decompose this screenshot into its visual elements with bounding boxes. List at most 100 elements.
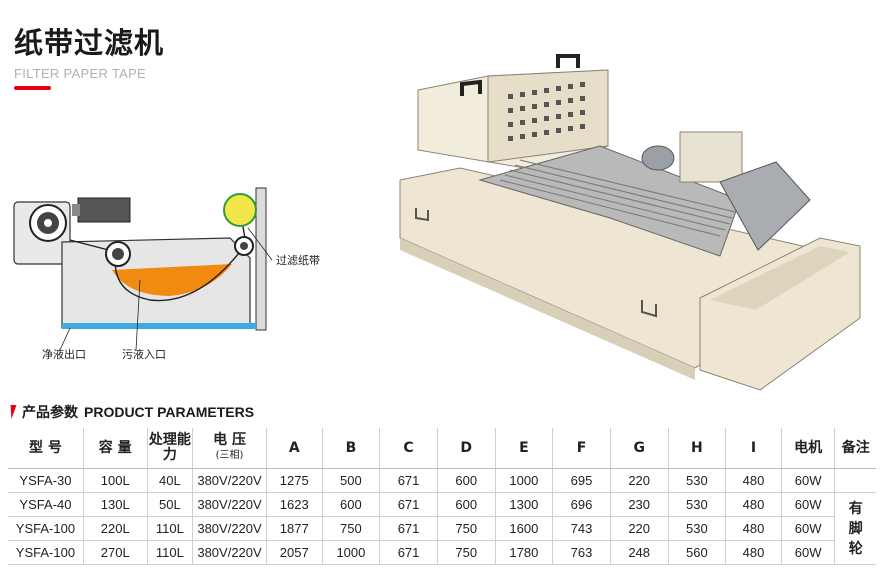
table-cell: 270L <box>82 540 148 565</box>
page-title: 纸带过滤机 <box>14 26 165 60</box>
table-cell: 530 <box>667 468 726 493</box>
table-cell: 1623 <box>265 492 323 517</box>
column-header: 备注 <box>834 428 876 469</box>
label-dirty-inlet: 污液入口 <box>122 347 166 361</box>
column-header: E <box>494 428 553 469</box>
column-header: 电机 <box>780 428 835 469</box>
remark-char: 脚 <box>848 520 863 537</box>
column-header-label: E <box>519 439 529 456</box>
column-header-label: 型 号 <box>28 439 62 456</box>
table-cell: 1877 <box>265 516 323 541</box>
table-cell: 600 <box>436 492 496 517</box>
column-header: D <box>436 428 496 469</box>
table-cell: 220L <box>82 516 148 541</box>
column-header-label: 备注 <box>841 439 870 456</box>
paper-roll <box>223 193 257 227</box>
table-cell: 60W <box>780 492 835 517</box>
remark-cell: 有脚轮 <box>834 492 876 565</box>
table-cell: 110L <box>146 540 193 565</box>
params-heading: 产品参数 PRODUCT PARAMETERS <box>5 402 255 422</box>
table-cell: 380V/220V <box>192 492 267 517</box>
column-header-label: H <box>690 439 703 456</box>
table-cell: 1780 <box>494 540 553 565</box>
column-header: 型 号 <box>8 428 84 469</box>
lift-handle <box>556 54 580 68</box>
frame-post <box>255 187 267 331</box>
drive-motor <box>77 197 131 223</box>
table-cell: 695 <box>552 468 611 493</box>
table-cell: 763 <box>552 540 611 565</box>
table-cell: 1000 <box>321 540 380 565</box>
table-cell: 671 <box>379 540 438 565</box>
table-cell: 671 <box>379 468 438 493</box>
machine-photo <box>399 54 861 391</box>
table-cell: 248 <box>609 540 669 565</box>
column-header-label: I <box>750 439 757 456</box>
remark-char: 有 <box>848 500 863 517</box>
column-header: 处理能力 <box>146 428 193 469</box>
column-header-sub: (三相) <box>215 450 244 461</box>
table-cell: 380V/220V <box>192 540 267 565</box>
column-header: 电 压 (三相) <box>192 428 267 469</box>
table-cell: YSFA-40 <box>8 492 84 517</box>
column-header-label: 容 量 <box>98 439 132 456</box>
column-header: G <box>609 428 669 469</box>
table-cell: 750 <box>321 516 380 541</box>
column-header-label: 电机 <box>794 439 823 456</box>
table-cell: YSFA-100 <box>8 516 84 541</box>
dirty-liquid <box>112 264 232 296</box>
table-cell: 500 <box>321 468 380 493</box>
table-cell: 480 <box>725 540 782 565</box>
vent-grille <box>508 82 585 141</box>
column-header-label: 处理能力 <box>148 432 191 463</box>
table-cell: 530 <box>667 516 726 541</box>
table-cell: YSFA-30 <box>8 468 84 493</box>
column-header: A <box>265 428 323 469</box>
table-cell: 380V/220V <box>192 468 267 493</box>
table-cell: 1275 <box>265 468 323 493</box>
column-header: C <box>379 428 438 469</box>
table-cell: 750 <box>436 516 496 541</box>
column-header-label: C <box>403 439 414 456</box>
title-underline <box>14 86 51 90</box>
table-cell: 480 <box>725 516 782 541</box>
table-cell: 220 <box>609 516 669 541</box>
params-title-en: PRODUCT PARAMETERS <box>84 404 255 420</box>
heading-accent-mark <box>5 405 17 419</box>
lift-handle <box>460 79 482 96</box>
remark-char: 轮 <box>848 540 863 557</box>
column-header: 容 量 <box>82 428 148 469</box>
table-cell: 671 <box>379 516 438 541</box>
table-cell: 671 <box>379 492 438 517</box>
column-header: I <box>725 428 782 469</box>
table-cell: 530 <box>667 492 726 517</box>
column-header-label: B <box>345 439 357 456</box>
table-cell: 50L <box>146 492 193 517</box>
table-cell: 1300 <box>494 492 553 517</box>
table-cell: 600 <box>436 468 496 493</box>
table-cell: YSFA-100 <box>8 540 84 565</box>
table-cell: 1000 <box>494 468 553 493</box>
table-header-row: 型 号 容 量处理能力 电 压 (三相) A B C D E F G H I 电机 备注 <box>8 428 876 469</box>
table-cell: 130L <box>82 492 148 517</box>
table-cell: 380V/220V <box>192 516 267 541</box>
table-cell: 60W <box>780 516 835 541</box>
table-cell: 696 <box>552 492 611 517</box>
column-header-label: G <box>633 439 645 456</box>
label-clean-outlet: 净液出口 <box>42 347 86 361</box>
collection-tray <box>699 237 861 391</box>
table-cell: 100L <box>82 468 148 493</box>
column-header: B <box>321 428 380 469</box>
column-header: F <box>552 428 611 469</box>
table-cell: 1600 <box>494 516 553 541</box>
params-title-cn: 产品参数 <box>22 405 78 421</box>
paper-belt-path <box>69 209 247 302</box>
table-cell: 743 <box>552 516 611 541</box>
filter-schematic-diagram: 过滤纸带 净液出口 污液入口 <box>13 187 320 361</box>
column-header-label: A <box>288 439 300 456</box>
table-cell: 480 <box>725 468 782 493</box>
column-header-label: 电 压 <box>213 432 246 448</box>
page-subtitle: FILTER PAPER TAPE <box>14 66 147 81</box>
